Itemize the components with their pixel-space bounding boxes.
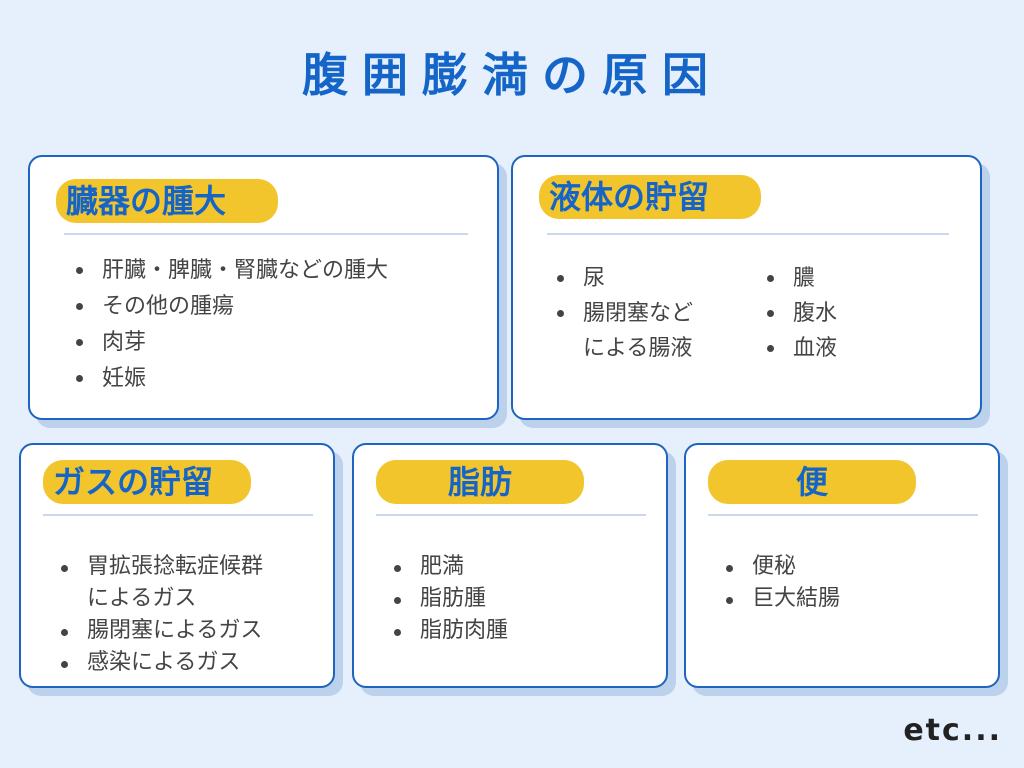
list-item: 腸閉塞によるガス (61, 615, 263, 647)
divider (43, 514, 313, 516)
divider (708, 514, 978, 516)
card-gas-accumulation: ガスの貯留 胃拡張捻転症候群 によるガス 腸閉塞によるガス 感染によるガス (19, 443, 335, 688)
card-heading: 臓器の腫大 (56, 179, 278, 223)
list-item: 便秘 (726, 551, 840, 583)
card-fluid-accumulation: 液体の貯留 尿 腸閉塞など による腸液 膿 腹水 血液 (511, 155, 982, 420)
page-title: 腹囲膨満の原因 (302, 48, 722, 102)
card-stool: 便 便秘 巨大結腸 (684, 443, 1000, 688)
list-item: 肥満 (394, 551, 508, 583)
item-list: 肥満 脂肪腫 脂肪肉腫 (394, 551, 508, 647)
list-item: 膿 (767, 261, 837, 296)
list-item: 脂肪肉腫 (394, 615, 508, 647)
list-item: 胃拡張捻転症候群 によるガス (61, 551, 263, 615)
divider (547, 233, 949, 235)
item-list: 肝臓・脾臓・腎臓などの腫大 その他の腫瘍 肉芽 妊娠 (76, 253, 388, 397)
list-item: 腹水 (767, 296, 837, 331)
card-heading: 脂肪 (376, 460, 584, 504)
card-heading: 液体の貯留 (539, 175, 761, 219)
list-item: 血液 (767, 331, 837, 366)
list-item: 尿 (557, 261, 693, 296)
item-list-right: 膿 腹水 血液 (767, 261, 837, 366)
divider (376, 514, 646, 516)
list-item: 感染によるガス (61, 647, 263, 679)
list-item: 巨大結腸 (726, 583, 840, 615)
list-item: 肉芽 (76, 325, 388, 361)
list-item: 腸閉塞など による腸液 (557, 296, 693, 366)
list-item-text-line1: 腸閉塞など (583, 301, 694, 326)
item-list: 胃拡張捻転症候群 によるガス 腸閉塞によるガス 感染によるガス (61, 551, 263, 679)
card-organ-enlargement: 臓器の腫大 肝臓・脾臓・腎臓などの腫大 その他の腫瘍 肉芽 妊娠 (28, 155, 499, 420)
list-item: 肝臓・脾臓・腎臓などの腫大 (76, 253, 388, 289)
card-fat: 脂肪 肥満 脂肪腫 脂肪肉腫 (352, 443, 668, 688)
item-list-left: 尿 腸閉塞など による腸液 (557, 261, 693, 366)
card-heading: 便 (708, 460, 916, 504)
list-item-text-line2: によるガス (87, 586, 197, 611)
list-item: その他の腫瘍 (76, 289, 388, 325)
list-item: 妊娠 (76, 361, 388, 397)
list-item-text-line2: による腸液 (583, 336, 693, 361)
divider (64, 233, 468, 235)
item-list: 便秘 巨大結腸 (726, 551, 840, 615)
card-heading: ガスの貯留 (43, 460, 251, 504)
list-item-text-line1: 胃拡張捻転症候群 (87, 554, 264, 579)
footer-etc: etc... (903, 713, 1002, 748)
list-item: 脂肪腫 (394, 583, 508, 615)
